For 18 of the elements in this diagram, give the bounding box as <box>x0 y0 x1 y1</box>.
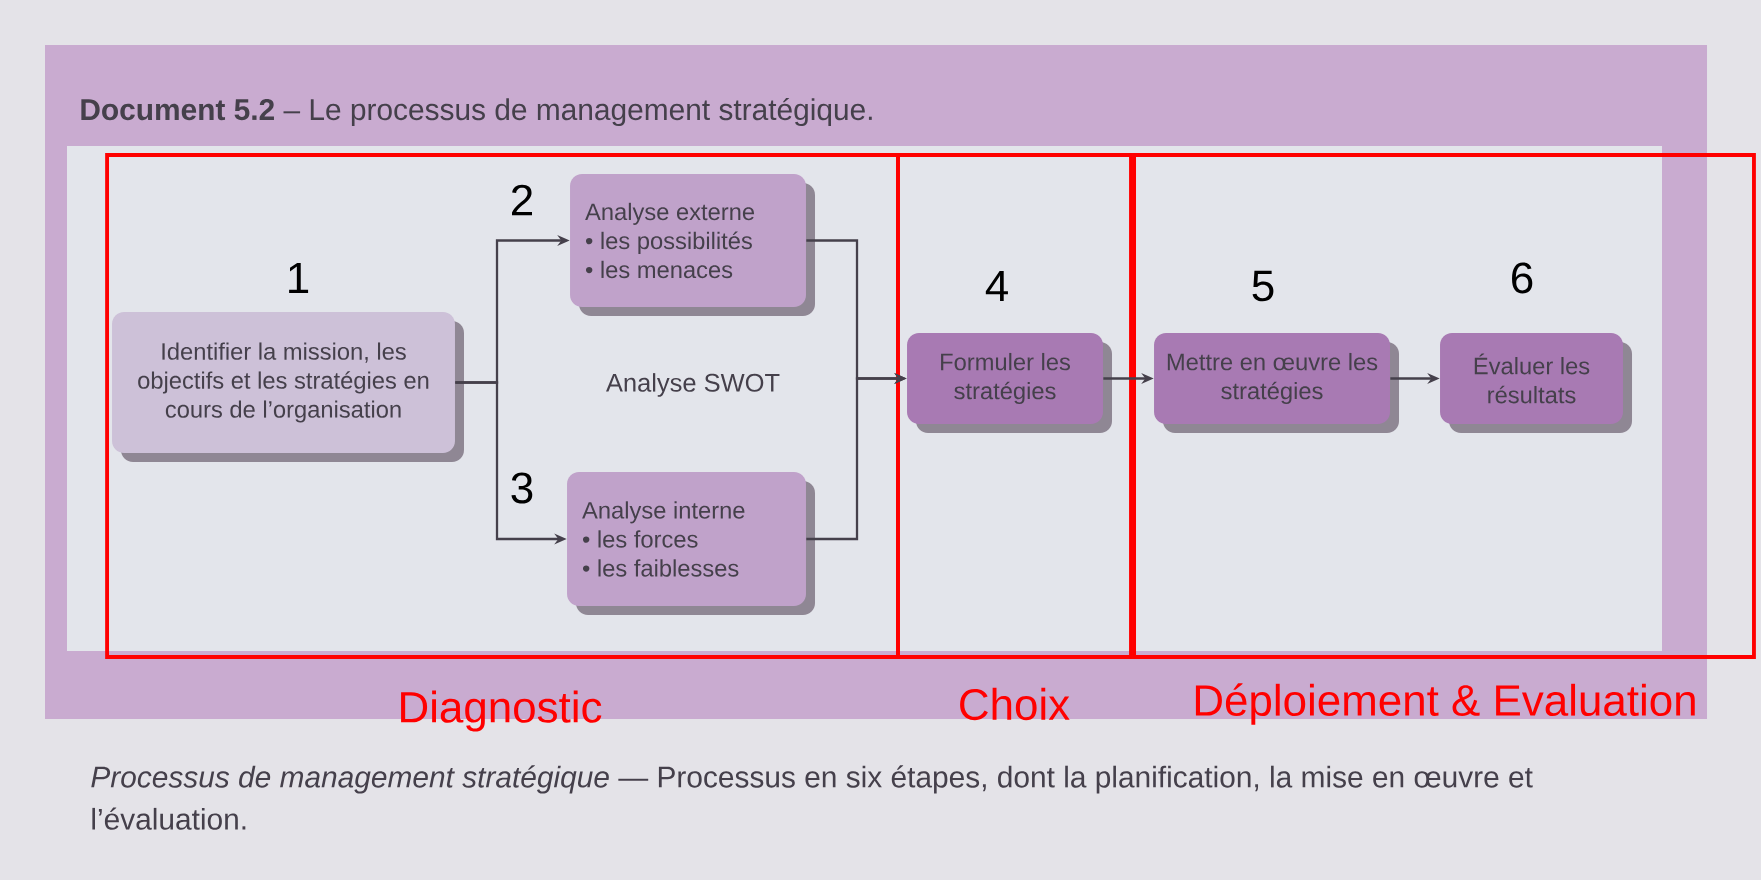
process-box: Identifier la mission, les objectifs et les stratégies en cours de l’organisation <box>112 312 464 462</box>
section-label: Déploiement & Evaluation <box>1195 683 1695 725</box>
title: Document 5.2 – Le processus de management stratégique. <box>81 97 872 127</box>
diagram-label: Analyse SWOT <box>606 373 780 397</box>
section-label: Choix <box>960 687 1070 721</box>
process-box: Analyse interne • les forces • les faiblesses <box>567 472 815 615</box>
callout-number: 2 <box>512 184 532 216</box>
process-box: Formuler les stratégies <box>907 333 1112 433</box>
callout-number: 5 <box>1252 270 1274 302</box>
process-box: Analyse externe • les possibilités • les menaces <box>570 174 815 316</box>
callout-number: 6 <box>1512 262 1533 294</box>
section-label: Diagnostic <box>401 690 602 732</box>
callout-number: 3 <box>511 472 533 504</box>
callout-number: 1 <box>289 262 309 294</box>
process-box: Évaluer les résultats <box>1440 333 1632 433</box>
process-box: Mettre en œuvre les stratégies <box>1154 333 1399 433</box>
callout-number: 4 <box>985 270 1008 302</box>
caption: Processus de management stratégique — Processus en six étapes, dont la planification, la mise en œuvre et l’évaluation. <box>91 765 1533 830</box>
